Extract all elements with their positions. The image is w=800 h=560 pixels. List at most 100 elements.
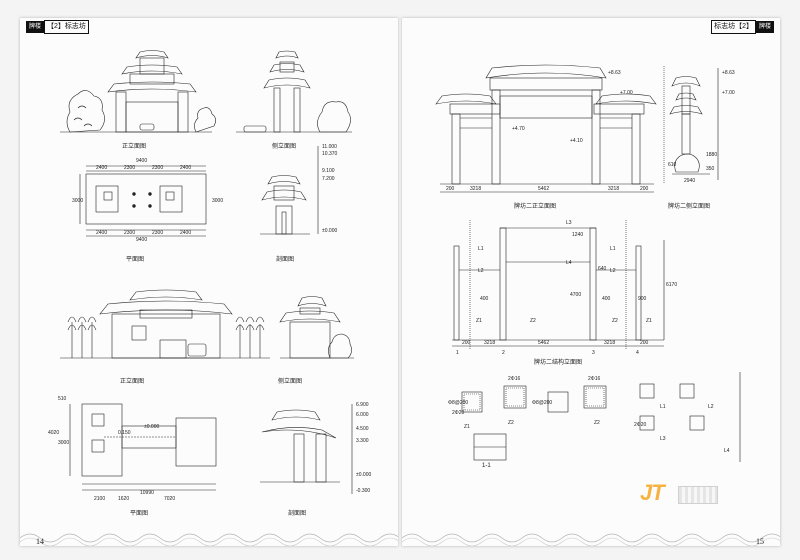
left-dim-texts: 9400 2400 2300 2300 2400 2400 2300 2300 … bbox=[48, 144, 371, 502]
archway2-section bbox=[260, 404, 353, 494]
struct-num-1: 400 bbox=[480, 296, 489, 302]
archway2-side-elevation bbox=[279, 296, 354, 359]
left-page-number: 14 bbox=[36, 537, 44, 546]
side-small-4: 350 bbox=[706, 166, 715, 172]
plan1-total-bottom: 9400 bbox=[136, 237, 147, 243]
plan1-bay-b4: 2400 bbox=[180, 230, 191, 236]
front-level-1: +8.63 bbox=[608, 70, 621, 76]
right-header-tag: 标志坊【2】牌楼 bbox=[711, 20, 774, 34]
plan2-total: 10990 bbox=[140, 490, 154, 496]
plan1-bay-b1: 2400 bbox=[96, 230, 107, 236]
right-dim-texts: +8.63 +7.00 +4.70 +4.10 200 3218 5462 32… bbox=[446, 70, 735, 454]
rebar-3: 2Φ20 bbox=[452, 410, 465, 416]
plan1-bay-2: 2300 bbox=[124, 165, 135, 171]
caption-right-structure: 牌坊二结构立面图 bbox=[534, 360, 583, 366]
front-bottom-2: 3218 bbox=[470, 186, 481, 192]
right-page bbox=[402, 18, 780, 546]
archway1-front-elevation bbox=[60, 50, 216, 133]
struct-num-3: 1240 bbox=[572, 232, 583, 238]
side-level-1: +8.63 bbox=[722, 70, 735, 76]
left-header-text: 【2】标志坊 bbox=[44, 20, 89, 34]
front-level-3: +4.70 bbox=[512, 126, 525, 132]
elev2-level-5: ±0.000 bbox=[356, 472, 371, 478]
plan2-small: 0.150 bbox=[118, 430, 131, 436]
caption-side-2: 侧立面图 bbox=[278, 379, 303, 385]
right-header-text: 标志坊【2】 bbox=[711, 20, 756, 34]
plan1-total-dim: 9400 bbox=[136, 158, 147, 164]
plan2-dim-2: 1620 bbox=[118, 496, 129, 502]
section-L3: L3 bbox=[660, 436, 666, 442]
struct-Z2: Z2 bbox=[530, 318, 536, 324]
plan2-dim-3: 7020 bbox=[164, 496, 175, 502]
plan1-bay-3: 2300 bbox=[152, 165, 163, 171]
caption-section-1: 剖面图 bbox=[276, 257, 295, 263]
caption-side-1: 侧立面图 bbox=[272, 144, 297, 150]
plan2-dim-1: 2100 bbox=[94, 496, 105, 502]
struct-bottom-1: 200 bbox=[462, 340, 471, 346]
wave-border-right bbox=[402, 533, 780, 546]
archway-structure-elevation bbox=[452, 220, 665, 350]
struct-L3: L3 bbox=[566, 220, 572, 226]
elev1-level-5: ±0.000 bbox=[322, 228, 337, 234]
plan2-side-1: 4020 bbox=[48, 430, 59, 436]
side-small-2: 610 bbox=[668, 162, 677, 168]
elev2-level-2: 6.000 bbox=[356, 412, 369, 418]
archway2-plan bbox=[69, 403, 217, 491]
section-L4: L4 bbox=[724, 448, 730, 454]
front-bottom-5: 200 bbox=[640, 186, 649, 192]
side-level-2: +7.00 bbox=[722, 90, 735, 96]
front-bottom-1: 200 bbox=[446, 186, 455, 192]
plan2-zero: ±0.000 bbox=[144, 424, 159, 430]
struct-num-4: 400 bbox=[602, 296, 611, 302]
struct-bottom-4: 3218 bbox=[604, 340, 615, 346]
struct-num-5: 900 bbox=[638, 296, 647, 302]
caption-front-1: 正立面图 bbox=[122, 144, 147, 150]
archway1-side-elevation bbox=[236, 50, 352, 133]
rebar-1: Φ8@200 bbox=[448, 400, 468, 406]
watermark-mark-icon bbox=[678, 486, 718, 504]
section-L1: L1 bbox=[660, 404, 666, 410]
archway1-plan bbox=[79, 165, 207, 237]
plan1-bay-1: 2400 bbox=[96, 165, 107, 171]
elev1-level-3: 9.100 bbox=[322, 168, 335, 174]
archway-sections-row bbox=[461, 372, 741, 462]
struct-axis-2: 2 bbox=[502, 350, 505, 356]
plan2-side-3: 3000 bbox=[58, 440, 69, 446]
caption-detail: 1-1 bbox=[482, 463, 491, 469]
elev2-level-6: -0.300 bbox=[356, 488, 370, 494]
section-L2: L2 bbox=[708, 404, 714, 410]
archway1-section bbox=[260, 146, 319, 235]
book-gutter bbox=[398, 18, 402, 546]
section-Z1: Z1 bbox=[464, 424, 470, 430]
rebar-6: 2Φ20 bbox=[634, 422, 647, 428]
struct-Z1b: Z1 bbox=[646, 318, 652, 324]
left-header-tag: 牌楼【2】标志坊 bbox=[26, 20, 89, 34]
struct-bottom-2: 3218 bbox=[484, 340, 495, 346]
side-small-3: 1880 bbox=[706, 152, 717, 158]
struct-axis-3: 3 bbox=[592, 350, 595, 356]
plan1-side-dim: 3000 bbox=[72, 198, 83, 204]
struct-axis-4: 4 bbox=[636, 350, 639, 356]
front-bottom-4: 3218 bbox=[608, 186, 619, 192]
archway2-front-elevation bbox=[60, 289, 270, 359]
rebar-4: Φ8@200 bbox=[532, 400, 552, 406]
watermark-logo: JT bbox=[636, 478, 720, 510]
struct-Z2b: Z2 bbox=[612, 318, 618, 324]
right-header-box: 牌楼 bbox=[755, 21, 774, 33]
front-bottom-3: 5462 bbox=[538, 186, 549, 192]
archway-side-right bbox=[669, 68, 719, 180]
struct-L2: L2 bbox=[478, 268, 484, 274]
rebar-5: 2Φ16 bbox=[588, 376, 601, 382]
plan1-side-dim-right: 3000 bbox=[212, 198, 223, 204]
side-small-1: 2940 bbox=[684, 178, 695, 184]
struct-L4: L4 bbox=[566, 260, 572, 266]
struct-num-2: 640 bbox=[598, 266, 607, 272]
elev1-level-4: 7.200 bbox=[322, 176, 335, 182]
wave-border-left bbox=[20, 533, 398, 546]
caption-right-side: 牌坊二侧立面图 bbox=[668, 204, 711, 210]
struct-L1b: L1 bbox=[610, 246, 616, 252]
front-level-4: +4.10 bbox=[570, 138, 583, 144]
plan2-side-2: 510 bbox=[58, 396, 67, 402]
elev2-level-4: 3.300 bbox=[356, 438, 369, 444]
